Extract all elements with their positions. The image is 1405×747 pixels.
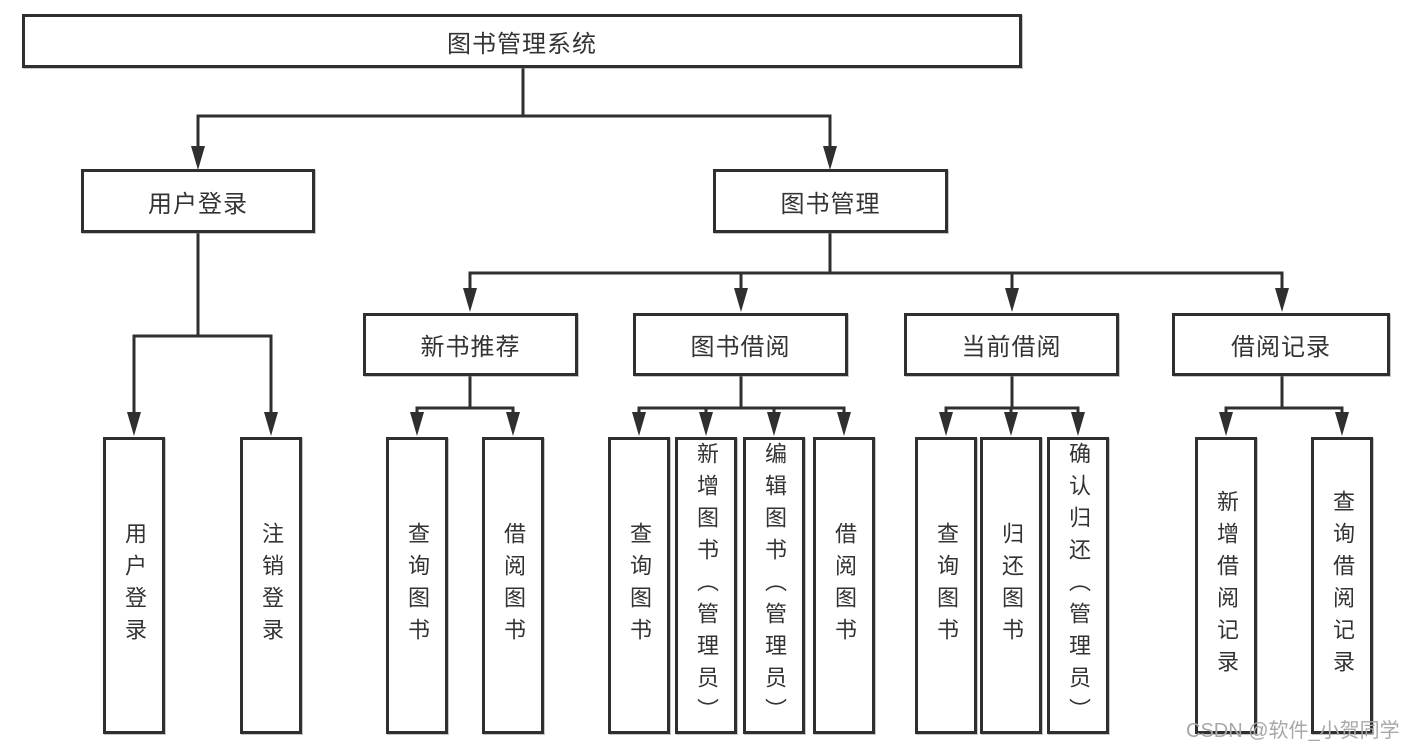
leaf-edit-book-admin: 编辑图书（管理员）: [743, 437, 805, 734]
leaf-confirm-return-admin: 确认归还（管理员）: [1047, 437, 1109, 734]
leaf-return-book: 归还图书: [980, 437, 1042, 734]
leaf-borrow-book: 借阅图书: [813, 437, 875, 734]
node-book-management: 图书管理: [713, 169, 948, 233]
leaf-borrow-books-recommend: 借阅图书: [482, 437, 544, 734]
node-borrowing-records: 借阅记录: [1172, 313, 1390, 376]
leaf-query-books-borrow: 查询图书: [608, 437, 670, 734]
node-root-system: 图书管理系统: [22, 14, 1022, 68]
leaf-add-book-admin: 新增图书（管理员）: [675, 437, 737, 734]
watermark: CSDN @软件_小贺同学: [1186, 720, 1400, 742]
leaf-query-books-current: 查询图书: [915, 437, 977, 734]
node-new-book-recommendation: 新书推荐: [363, 313, 578, 376]
leaf-query-books-recommend: 查询图书: [386, 437, 448, 734]
node-user-login: 用户登录: [81, 169, 315, 233]
node-current-borrowing: 当前借阅: [904, 313, 1119, 376]
leaf-user-login: 用户登录: [103, 437, 165, 734]
leaf-logout-login: 注销登录: [240, 437, 302, 734]
leaf-add-borrow-record: 新增借阅记录: [1195, 437, 1257, 734]
node-book-borrowing: 图书借阅: [633, 313, 848, 376]
leaf-query-borrow-record: 查询借阅记录: [1311, 437, 1373, 734]
